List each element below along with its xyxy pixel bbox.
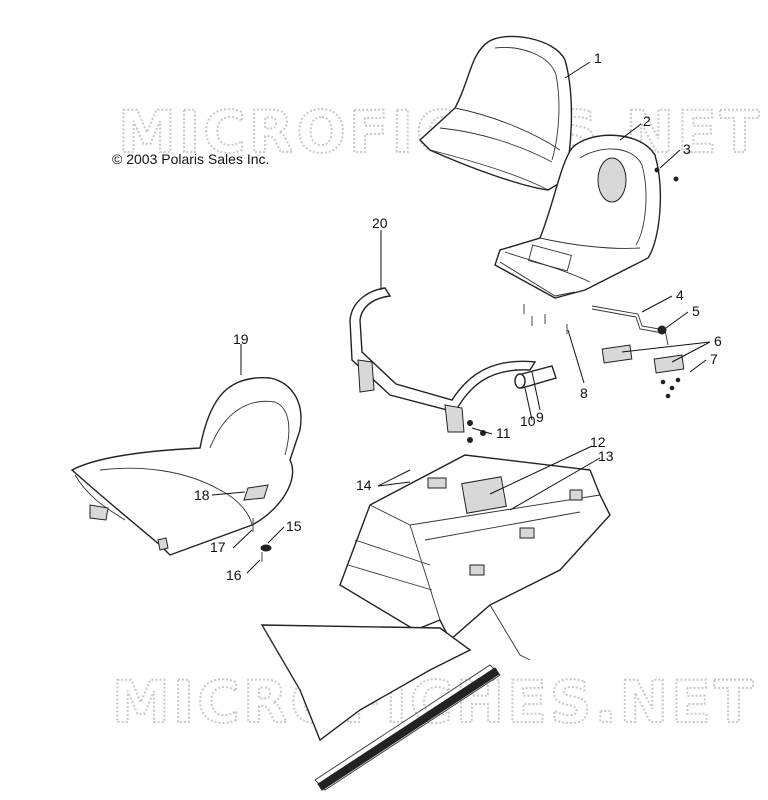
callout-15: 15 [286, 518, 302, 534]
watermark-bottom: MICROFICHES.NET [112, 668, 756, 736]
callout-10: 10 [520, 413, 536, 429]
bolts-part-8 [523, 304, 568, 334]
callout-19: 19 [233, 331, 249, 347]
rear-seat-part [70, 377, 302, 556]
latch-bracket-part [601, 344, 685, 399]
seat-base-part [494, 134, 662, 299]
grab-bar-part [349, 287, 537, 433]
callout-7: 7 [710, 351, 718, 367]
fastener-part-15-17 [252, 518, 272, 562]
screw-part-3 [654, 167, 679, 182]
copyright-notice: © 2003 Polaris Sales Inc. [112, 151, 270, 167]
callout-2: 2 [643, 113, 651, 129]
callout-11: 11 [496, 425, 511, 441]
callout-20: 20 [372, 215, 388, 231]
latch-rod-part [591, 305, 669, 346]
tube-part [514, 365, 557, 389]
callout-9: 9 [536, 409, 544, 425]
callout-16: 16 [226, 567, 242, 583]
leader-lines [211, 61, 711, 574]
callout-labels: 1 2 3 4 5 6 7 8 9 10 11 12 13 14 15 16 1… [194, 50, 722, 583]
callout-14: 14 [356, 477, 372, 493]
callout-8: 8 [580, 385, 588, 401]
chassis-part [260, 454, 611, 791]
seat-cushion-part [418, 35, 573, 191]
callout-12: 12 [590, 434, 606, 450]
callout-3: 3 [683, 141, 691, 157]
callout-17: 17 [210, 539, 226, 555]
callout-1: 1 [594, 50, 602, 66]
callout-6: 6 [714, 333, 722, 349]
callout-4: 4 [676, 287, 684, 303]
callout-13: 13 [598, 448, 614, 464]
callout-5: 5 [692, 303, 700, 319]
callout-18: 18 [194, 487, 210, 503]
